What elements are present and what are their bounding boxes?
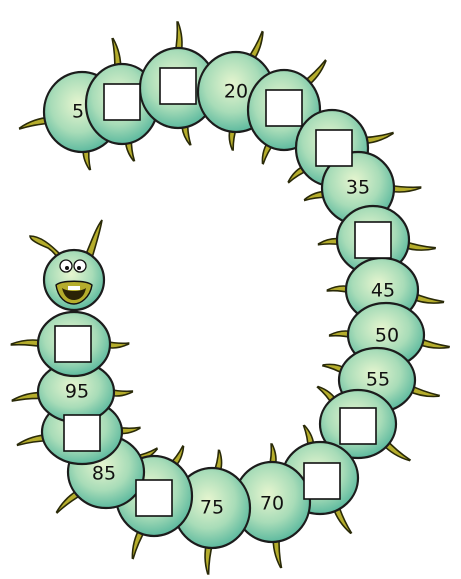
answer-box[interactable] — [135, 479, 173, 517]
left-pupil — [65, 266, 69, 270]
outer-leg — [10, 339, 45, 348]
sequence-labels: 5 20 35 45 50 55 70 75 85 95 — [54, 67, 399, 519]
outer-leg — [410, 291, 445, 304]
caterpillar-head — [29, 219, 106, 312]
answer-box[interactable] — [159, 67, 197, 105]
teeth — [68, 286, 80, 290]
sequence-number: 85 — [92, 463, 116, 485]
answer-box[interactable] — [63, 414, 101, 452]
outer-leg — [401, 240, 437, 251]
sequence-number: 50 — [375, 325, 399, 347]
mouth-inside — [62, 288, 86, 300]
outer-leg — [360, 131, 394, 145]
left-eye — [59, 259, 73, 273]
right-pupil — [77, 266, 81, 270]
answer-box[interactable] — [354, 221, 392, 259]
sequence-number: 5 — [72, 101, 84, 123]
sequence-number: 70 — [260, 493, 284, 515]
sequence-number: 45 — [371, 280, 395, 302]
sequence-number: 35 — [346, 177, 370, 199]
answer-box[interactable] — [54, 325, 92, 363]
sequence-number: 95 — [65, 381, 89, 403]
right-antenna — [85, 219, 103, 260]
sequence-number: 55 — [366, 369, 390, 391]
sequence-number: 75 — [200, 497, 224, 519]
answer-box[interactable] — [315, 129, 353, 167]
answer-box[interactable] — [303, 462, 341, 500]
answer-box[interactable] — [103, 83, 141, 121]
outer-leg — [387, 184, 422, 193]
sequence-number: 20 — [224, 81, 248, 103]
answer-box[interactable] — [339, 407, 377, 445]
right-eye — [73, 259, 87, 273]
answer-box[interactable] — [265, 89, 303, 127]
